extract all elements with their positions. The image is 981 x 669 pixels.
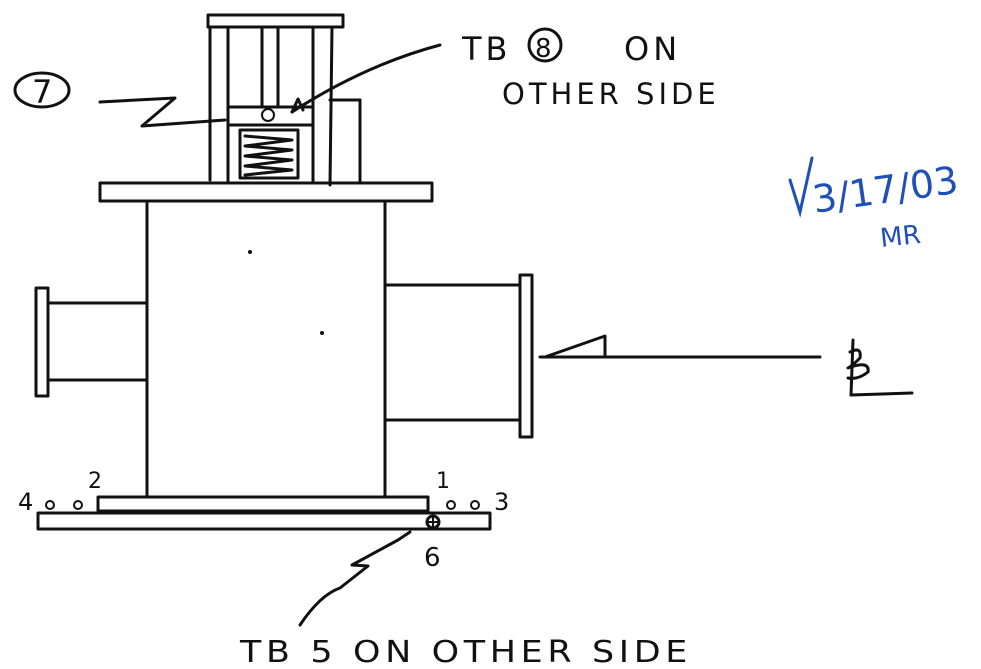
tb8-prefix: TB — [461, 30, 512, 68]
callout-7-label: 7 — [32, 73, 52, 111]
tb5-leader — [298, 530, 412, 627]
spring-housing — [206, 13, 362, 187]
measurement-points — [45, 500, 480, 530]
signoff-checkmark — [788, 156, 814, 218]
callout-7 — [13, 71, 71, 109]
tb8-line2: OTHER SIDE — [502, 77, 720, 111]
point-3-label: 3 — [494, 488, 509, 516]
tb8-circle — [527, 27, 563, 63]
tb5-label: TB 5 ON OTHER SIDE — [239, 635, 692, 669]
top-plate — [98, 181, 434, 203]
signoff-date: 3/17/03 — [810, 158, 961, 222]
tb8-leader — [290, 43, 442, 114]
callout-7-leader — [98, 96, 227, 128]
spring-icon — [238, 128, 300, 180]
point-1-label: 1 — [436, 469, 450, 494]
point-4-label: 4 — [18, 488, 33, 516]
main-body — [145, 199, 387, 499]
tb8-suffix: ON — [624, 30, 681, 68]
centerline-arrow — [538, 334, 822, 359]
signoff-initials: MR — [879, 220, 922, 254]
left-nozzle — [34, 286, 149, 398]
base-plates — [36, 495, 492, 531]
point-2-label: 2 — [88, 469, 102, 494]
right-nozzle — [383, 273, 534, 439]
centerline-symbol — [846, 338, 914, 397]
point-6-label: 6 — [424, 543, 441, 573]
tb8-number: 8 — [535, 34, 552, 64]
